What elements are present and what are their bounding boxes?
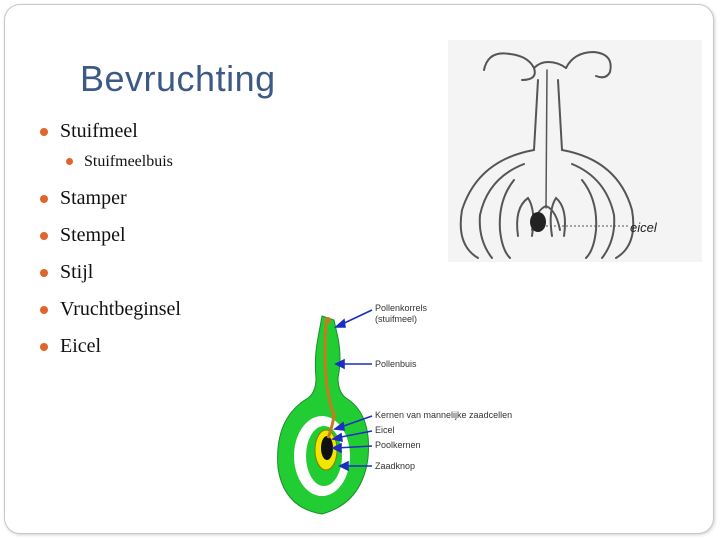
pollen-tube-tip <box>332 414 336 418</box>
pollen-tube <box>323 319 336 439</box>
ovary-inner-left <box>478 163 525 259</box>
bullet-dot <box>66 158 73 165</box>
arrow-head <box>331 442 342 454</box>
bullet-dot <box>40 269 48 277</box>
pollen-grain <box>325 317 331 323</box>
stigma-top <box>533 60 567 69</box>
label-poolkernen: Poolkernen <box>375 440 421 450</box>
slide-title: Bevruchting <box>80 58 276 99</box>
egg-cell-dark <box>321 436 333 460</box>
pistil-sketch-diagram: eicel <box>448 40 702 262</box>
label-zaadknop: Zaadknop <box>375 461 415 471</box>
bullet-stuifmeelbuis: Stuifmeelbuis <box>66 153 181 171</box>
arrow-poolkernen <box>335 445 373 449</box>
arrow-head <box>334 358 345 370</box>
bullet-stempel: Stempel <box>40 224 181 246</box>
ovule-wall-left <box>498 179 515 259</box>
pistil-colored-diagram: Pollenkorrels (stuifmeel) Pollenbuis Ker… <box>277 303 512 515</box>
bullet-stuifmeel: Stuifmeel <box>40 120 181 142</box>
arrow-head <box>330 432 343 443</box>
label-stuifmeel: (stuifmeel) <box>375 314 417 324</box>
ovary-outer-right <box>561 149 635 259</box>
stigma-outline <box>483 50 612 81</box>
arrow-head <box>332 421 345 431</box>
bullet-stamper: Stamper <box>40 187 181 209</box>
bullet-stijl: Stijl <box>40 261 181 283</box>
label-pollenkorrels: Pollenkorrels <box>375 303 428 313</box>
arrow-head <box>338 460 349 472</box>
label-eicel: Eicel <box>375 425 395 435</box>
egg-cell-dot <box>530 212 546 232</box>
label-kernen: Kernen van mannelijke zaadcellen <box>375 410 512 420</box>
bullet-dot <box>40 232 48 240</box>
ovule-lobe-right <box>549 196 566 237</box>
sketch-background <box>448 40 702 262</box>
ovary-inner-right <box>571 163 616 259</box>
arrow-head <box>333 318 346 328</box>
bullet-dot <box>40 195 48 203</box>
bullet-list: Stuifmeel Stuifmeelbuis Stamper Stempel … <box>40 120 181 372</box>
eicel-label: eicel <box>630 220 658 235</box>
label-pollenbuis: Pollenbuis <box>375 359 417 369</box>
pollen-tube-line <box>545 69 548 209</box>
ovule-wall-right <box>581 179 598 259</box>
bullet-dot <box>40 306 48 314</box>
bullet-eicel: Eicel <box>40 335 181 357</box>
bullet-dot <box>40 343 48 351</box>
bullet-dot <box>40 128 48 136</box>
bullet-vruchtbeginsel: Vruchtbeginsel <box>40 298 181 320</box>
ovary-outer-left <box>459 149 535 259</box>
style-outline <box>533 79 563 151</box>
